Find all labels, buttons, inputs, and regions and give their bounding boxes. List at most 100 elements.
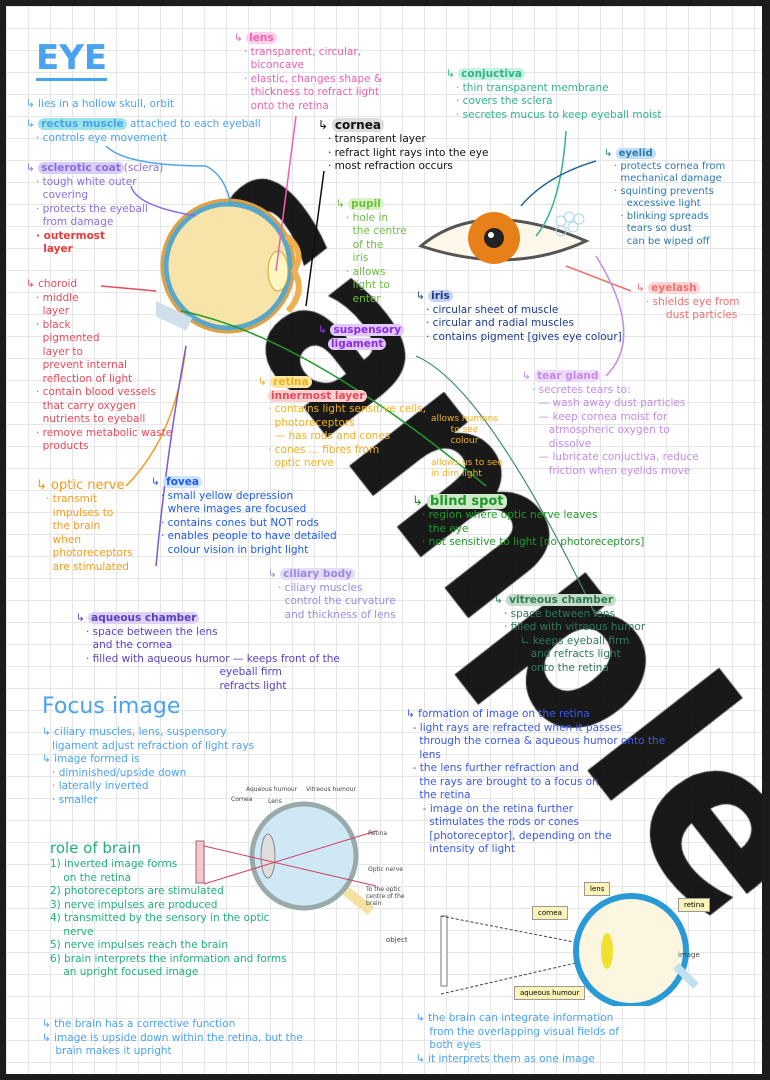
image-formation-note: ↳ formation of image on the retina - lig…: [406, 708, 665, 857]
iris-note: ↳ iris · circular sheet of muscle · circ…: [416, 290, 622, 343]
sclerotic-item: covering: [36, 189, 89, 201]
brain-step: on the retina: [50, 871, 132, 884]
retina-item: — has rods and cones: [268, 430, 391, 442]
eyelid-heading: eyelid: [615, 148, 656, 159]
label-lens-box: lens: [584, 882, 611, 896]
brain-step: 2) photoreceptors are stimulated: [50, 885, 224, 897]
brain-corrective-note: ↳ the brain has a corrective function ↳ …: [42, 1018, 303, 1059]
eyelash-heading: eyelash: [648, 282, 700, 294]
brain-step: 1) inverted image forms: [50, 858, 178, 870]
blind-spot-item: · not sensitive to light [no photorecept…: [422, 536, 645, 548]
iris-item: · circular and radial muscles: [426, 317, 574, 329]
choroid-note: ↳ choroid · middle layer · black pigment…: [26, 278, 173, 452]
label-vitreous-humour: Vitreous humour: [306, 786, 356, 793]
pupil-item: · allows: [346, 265, 386, 278]
sclerotic-heading: sclerotic coat: [38, 162, 124, 174]
eyelash-item: · shields eye from: [646, 295, 740, 308]
choroid-item: · middle: [36, 291, 79, 304]
sclerotic-item: layer: [36, 243, 73, 255]
suspensory-ligament-note: ↳ suspensory ligament: [318, 324, 405, 351]
eye-cross-section-diagram: [156, 198, 302, 334]
fovea-heading: fovea: [163, 476, 202, 488]
pupil-item: light to: [346, 279, 390, 291]
tear-gland-item: friction when eyelids move: [532, 464, 691, 477]
fovea-item: where images are focused: [161, 503, 307, 515]
choroid-item: prevent internal: [36, 359, 127, 371]
brain-step: 6) brain interprets the information and …: [50, 952, 287, 965]
iris-item: · contains pigment [gives eye colour]: [426, 330, 622, 343]
brain-step: an upright focused image: [50, 966, 199, 978]
focus-item: ↳ ciliary muscles, lens, suspensory: [42, 726, 227, 738]
lens-heading: lens: [246, 32, 277, 44]
focus-item: · diminished/upside down: [42, 766, 187, 779]
pupil-item: · hole in: [346, 211, 389, 224]
lens-item: biconcave: [244, 59, 304, 71]
choroid-item: · black: [36, 318, 71, 331]
conjunctiva-note: ↳ conjuctiva · thin transparent membrane…: [446, 68, 662, 121]
vitreous-item: onto the retina: [504, 661, 609, 674]
bottom-left-line: ↳ image is upside down within the retina…: [42, 1031, 303, 1044]
retina-item: · cones ... fibres from: [268, 443, 380, 456]
label-object: object: [386, 936, 408, 944]
label-optic-nerve: Optic nerve: [368, 866, 403, 873]
formation-item: intensity of light: [406, 843, 515, 855]
retina-side-notes: allows humans to see colour: [431, 414, 498, 447]
aqueous-item: eyeball firm: [86, 666, 282, 678]
conjunctiva-item: · secretes mucus to keep eyeball moist: [456, 108, 662, 121]
label-optic-centre: To the optic centre of the brain: [366, 886, 405, 907]
lens-item: thickness to refract light: [244, 86, 379, 98]
formation-heading: ↳ formation of image on the retina: [406, 708, 590, 720]
aqueous-heading: aqueous chamber: [88, 612, 200, 624]
formation-item: the retina: [406, 789, 471, 801]
optic-nerve-item: impulses to: [46, 506, 114, 519]
cornea-heading: cornea: [331, 118, 384, 132]
rectus-muscle-note: ↳ rectus muscle attached to each eyeball…: [26, 118, 261, 144]
retina-side-notes-2: allows us to see in dim light: [431, 458, 503, 480]
formation-item: - image on the retina further: [406, 802, 574, 815]
eyelid-item: mechanical damage: [614, 173, 722, 184]
retina-heading: retina: [270, 376, 312, 388]
optic-nerve-note: ↳ optic nerve · transmit impulses to the…: [36, 478, 133, 573]
eyelid-item: · blinking spreads: [614, 210, 709, 222]
fovea-item: · small yellow depression: [161, 489, 294, 502]
role-of-brain-section: role of brain 1) inverted image forms on…: [50, 838, 287, 980]
ciliary-item: control the curvature: [278, 595, 396, 607]
tear-gland-item: — wash away dust particles: [532, 397, 686, 409]
optic-nerve-item: photoreceptors: [46, 547, 133, 559]
ciliary-item: · ciliary muscles: [278, 581, 363, 594]
eyelid-item: tears so dust: [614, 223, 692, 234]
ciliary-heading: ciliary body: [280, 568, 356, 580]
bottom-right-line: ↳ it interprets them as one image: [416, 1052, 595, 1065]
retina-side-note: allows humans: [431, 414, 499, 424]
notes-page: Cornea Aqueous humour Vitreous humour Le…: [6, 6, 762, 1074]
aqueous-item: · space between the lens: [86, 625, 218, 638]
ciliary-item: and thickness of lens: [278, 608, 396, 621]
label-image: image: [678, 951, 700, 959]
optic-nerve-item: · transmit: [46, 493, 97, 505]
aqueous-item: refracts light: [86, 679, 287, 692]
choroid-item: · remove metabolic waste: [36, 426, 173, 439]
focus-image-section: Focus image ↳ ciliary muscles, lens, sus…: [42, 694, 254, 807]
suspensory-heading: suspensory: [330, 324, 405, 336]
focus-item: · smaller: [42, 793, 98, 806]
retina-side-note: to see: [450, 425, 479, 435]
brain-step: 4) transmitted by the sensory in the opt…: [50, 912, 270, 924]
tear-gland-item: · secretes tears to:: [532, 383, 631, 396]
eyelid-item: can be wiped off: [614, 235, 710, 247]
choroid-heading: choroid: [38, 278, 78, 290]
choroid-item: layer: [36, 305, 70, 317]
label-cornea-box: cornea: [532, 906, 568, 920]
focus-image-heading: Focus image: [42, 694, 181, 719]
focus-image-diagram: [195, 801, 377, 915]
focus-item: ligament adjust refraction of light rays: [42, 739, 255, 752]
fovea-item: · enables people to have detailed: [161, 530, 337, 542]
intro-note: ↳ lies in a hollow skull, orbit: [26, 98, 175, 110]
rectus-item: · controls eye movement: [36, 131, 168, 144]
sclerotic-item: · outermost: [36, 229, 106, 242]
formation-item: stimulates the rods or cones: [406, 816, 579, 828]
formation-item: through the cornea & aqueous humor onto …: [406, 735, 666, 747]
page-title: EYE: [36, 38, 108, 81]
tear-gland-item: — keep cornea moist for: [532, 410, 668, 423]
fovea-item: · contains cones but NOT rods: [161, 516, 319, 529]
label-retina-box: retina: [678, 898, 711, 912]
